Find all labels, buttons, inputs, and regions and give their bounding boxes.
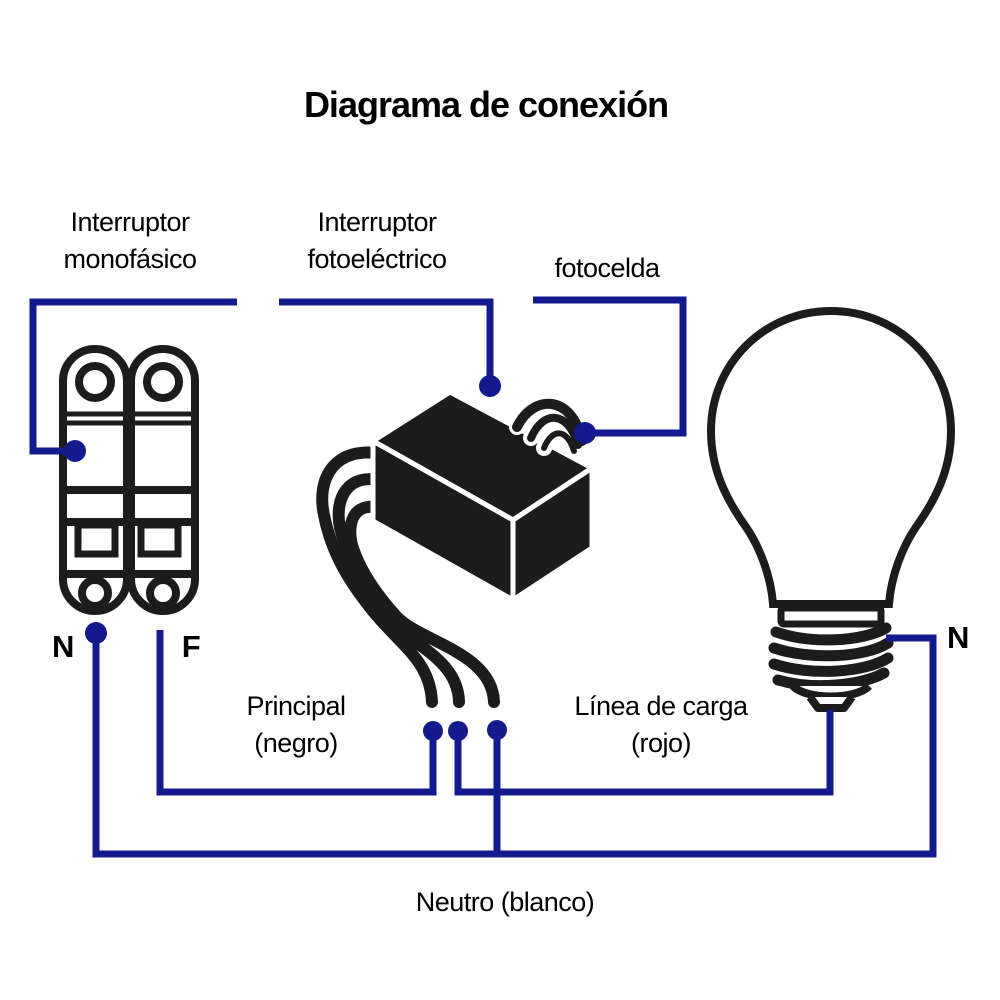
terminal-f-label: F (181, 629, 201, 664)
photo-switch-label-line1: Interruptor (317, 207, 437, 237)
main-line-label-line1: Principal (246, 691, 346, 721)
neutral-white-wire (92, 633, 937, 858)
load-line-label-line1: Línea de carga (574, 691, 748, 721)
photocell-sensor-icon (509, 395, 590, 459)
switch-cords (312, 443, 504, 712)
breaker-label: Interruptor monofásico (30, 204, 230, 278)
neutral-line-label: Neutro (blanco) (415, 887, 595, 917)
load-red-wire (454, 710, 834, 796)
bulb-screw-threads (768, 622, 894, 692)
wire-junction-dot (487, 720, 507, 740)
load-line-label: Línea de carga (rojo) (541, 688, 781, 762)
main-line-label-line2: (negro) (254, 728, 338, 758)
wire-junction-dot (423, 721, 443, 741)
diagram-title: Diagrama de conexión (303, 84, 669, 125)
main-line-label: Principal (negro) (196, 688, 396, 762)
breaker-label-line1: Interruptor (70, 207, 190, 237)
single-phase-breaker-icon (59, 345, 199, 615)
photo-switch-feed-wire (279, 298, 494, 386)
terminal-n-label: N (52, 629, 74, 664)
wire-junction-dot (574, 422, 596, 444)
breaker-feed-wire (29, 298, 237, 455)
breaker-label-line2: monofásico (63, 244, 197, 274)
main-black-wire (156, 630, 437, 796)
photocell-label: fotocelda (554, 253, 660, 283)
photo-switch-label-line2: fotoeléctrico (307, 244, 447, 274)
wire-junction-dot (448, 721, 468, 741)
bulb-neutral-label: N (947, 620, 969, 655)
wire-junction-dot (479, 375, 501, 397)
photocell-wire (533, 296, 687, 437)
photo-switch-label: Interruptor fotoeléctrico (277, 204, 477, 278)
light-bulb-icon (706, 306, 956, 712)
circuit-wires (29, 296, 937, 858)
wire-junction-dot (64, 440, 86, 462)
load-line-label-line2: (rojo) (630, 728, 692, 758)
photoelectric-switch-icon (312, 389, 595, 712)
wire-junction-dot (85, 622, 107, 644)
